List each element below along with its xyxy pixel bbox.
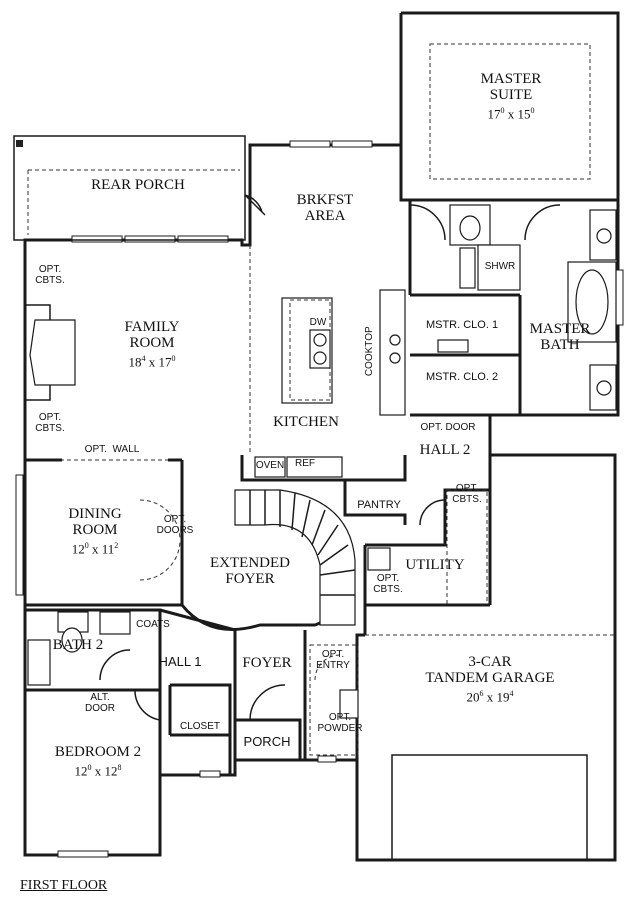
window-front (317, 755, 337, 763)
window-master-bath (615, 269, 624, 326)
room-name: ROOM (129, 334, 175, 351)
room-name: DINING (68, 506, 122, 522)
opt-door-note: OPT. DOOR (420, 422, 476, 433)
utility-label: UTILITY (405, 557, 465, 573)
west-wing-area (25, 608, 236, 775)
mstr-clo-2-label: MSTR. CLO. 2 (425, 371, 499, 383)
rear-porch-label: REAR PORCH (91, 177, 185, 193)
bath-2-label: BATH 2 (52, 637, 104, 653)
room-name: FAMILY (124, 319, 180, 335)
opt-cbts-note: OPT. CBTS. (373, 573, 403, 595)
hall-2-label: HALL 2 (419, 442, 471, 458)
foyer-porch-area (233, 630, 359, 760)
garage-area (365, 634, 615, 861)
window-bedroom-2 (199, 770, 221, 778)
room-dimensions: 120 x 112 (71, 540, 119, 556)
room-name: ROOM (72, 521, 118, 538)
brkfst-area-label: BRKFST AREA (296, 192, 354, 225)
opt-wall-note: OPT. WALL (84, 444, 140, 455)
room-name: MASTER (529, 321, 591, 337)
opt-cbts-note: OPT. CBTS. (35, 264, 65, 286)
opt-cbts-note: OPT. CBTS. (452, 483, 482, 505)
room-dimensions: 206 x 194 (466, 688, 514, 704)
pantry-label: PANTRY (357, 499, 401, 511)
hall-1-label: HALL 1 (158, 654, 202, 669)
master-bath-label: MASTER BATH (529, 321, 591, 354)
room-dimensions: 120 x 128 (74, 762, 122, 779)
window-brkfst-1 (289, 140, 331, 148)
extended-foyer-label: EXTENDED FOYER (210, 555, 290, 588)
dishwasher-label: DW (309, 317, 327, 328)
opt-entry-note: OPT. ENTRY (316, 649, 350, 671)
floor-title: FIRST FLOOR (20, 878, 108, 893)
oven-label: OVEN (255, 460, 285, 471)
room-name: EXTENDED (210, 555, 290, 571)
opt-doors-note: OPT. DOORS (156, 514, 194, 536)
kitchen-label: KITCHEN (273, 414, 339, 430)
opt-powder-note: OPT. POWDER (317, 712, 363, 734)
family-room-label: FAMILY ROOM 184 x 170 (124, 319, 180, 369)
coats-label: COATS (136, 619, 170, 630)
alt-door-note: ALT. DOOR (85, 692, 115, 714)
foyer-label: FOYER (242, 655, 292, 671)
dining-room-label: DINING ROOM 120 x 112 (68, 506, 122, 556)
room-name: AREA (304, 207, 346, 224)
master-suite-area (399, 43, 618, 295)
window-brkfst-2 (331, 140, 373, 148)
room-name: FOYER (225, 570, 275, 587)
cooktop-label: COOKTOP (363, 326, 375, 377)
master-bath-fixtures (410, 204, 617, 417)
rear-porch-area (13, 135, 266, 241)
window-rear-1 (71, 235, 123, 243)
room-name: 3-CAR (468, 654, 512, 670)
bedroom-2-label: BEDROOM 2 120 x 128 (54, 744, 142, 779)
opt-cbts-note: OPT. CBTS. (35, 412, 65, 434)
room-name: TANDEM GARAGE (425, 669, 555, 686)
room-name: BATH (540, 336, 580, 353)
family-room-fixtures (25, 304, 182, 462)
room-dimensions: 170 x 150 (487, 105, 535, 121)
garage-label: 3-CAR TANDEM GARAGE 206 x 194 (425, 654, 555, 704)
room-name: MASTER (480, 71, 542, 87)
window-rear-3 (177, 235, 229, 243)
master-suite-label: MASTER SUITE 170 x 150 (480, 71, 542, 121)
window-rear-2 (124, 235, 176, 243)
window-left-dining (15, 474, 24, 596)
kitchen-area (240, 245, 407, 482)
ref-label: REF (295, 458, 315, 469)
closet-label: CLOSET (179, 721, 221, 732)
shower-label: SHWR (484, 261, 516, 272)
mstr-clo-1-label: MSTR. CLO. 1 (425, 319, 499, 331)
pantry-utility-area (343, 455, 492, 635)
room-name: SUITE (489, 86, 533, 103)
room-dimensions: 184 x 170 (128, 353, 176, 369)
room-name: BRKFST (296, 192, 354, 208)
room-name: BEDROOM 2 (54, 744, 142, 760)
porch-label: PORCH (243, 734, 291, 749)
window-bedroom-1 (57, 850, 109, 858)
